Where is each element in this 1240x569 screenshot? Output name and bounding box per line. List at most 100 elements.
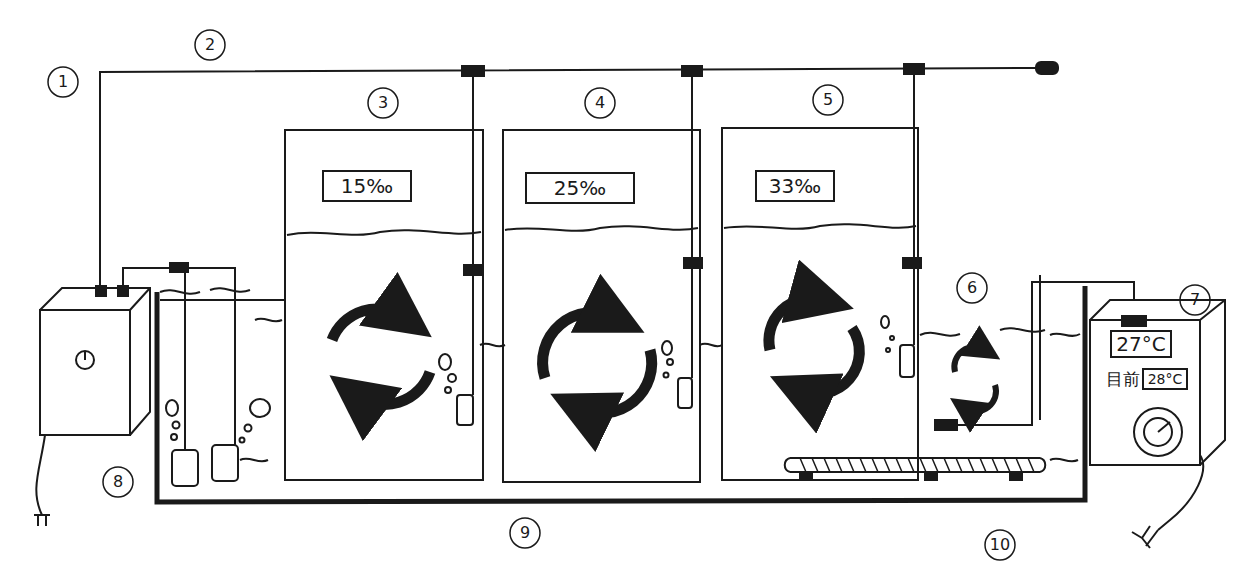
circulation-arrows bbox=[332, 299, 996, 413]
display-box: 15‰ bbox=[322, 170, 412, 202]
drawing-stroke bbox=[448, 374, 456, 382]
drawing-stroke bbox=[240, 438, 245, 443]
drawing-stroke bbox=[171, 434, 177, 440]
display-value: 27°C bbox=[1116, 334, 1165, 354]
drawing-stroke bbox=[667, 359, 673, 365]
display-box: 目前28°C bbox=[1142, 368, 1188, 390]
drawing-stroke bbox=[881, 316, 889, 328]
drawing-stroke bbox=[813, 85, 843, 115]
thermostat-cord bbox=[1158, 455, 1203, 530]
drawing-stroke bbox=[886, 348, 890, 352]
knob-pointer bbox=[1158, 422, 1170, 432]
drawing-stroke bbox=[1180, 285, 1210, 315]
pump-cord bbox=[36, 435, 45, 515]
drawing-stroke bbox=[510, 518, 540, 548]
air-line bbox=[100, 68, 1045, 290]
tank bbox=[285, 130, 483, 480]
tank bbox=[503, 130, 700, 482]
drawing-stroke bbox=[585, 88, 615, 118]
drawing-stroke bbox=[965, 385, 996, 411]
display-value: 28°C bbox=[1148, 372, 1183, 386]
heater-foot bbox=[925, 472, 937, 480]
drawing-stroke bbox=[445, 387, 451, 393]
air-stone bbox=[900, 345, 914, 377]
display-box: 33‰ bbox=[755, 170, 835, 202]
drawing-stroke bbox=[439, 354, 451, 370]
callout-number: 8 bbox=[103, 467, 133, 497]
drawing-stroke bbox=[173, 422, 180, 429]
callout-number: 5 bbox=[813, 85, 843, 115]
callout-number: 9 bbox=[510, 518, 540, 548]
callout-number: 7 bbox=[1180, 285, 1210, 315]
callout-number: 4 bbox=[585, 88, 615, 118]
air-line bbox=[123, 268, 235, 450]
valve bbox=[903, 258, 921, 268]
heater bbox=[785, 458, 1046, 472]
drawing-stroke bbox=[580, 350, 652, 413]
thermostat-side bbox=[1090, 300, 1225, 465]
drawing-stroke bbox=[662, 341, 672, 355]
pump-knob-mark bbox=[84, 352, 86, 360]
drawing-stroke bbox=[103, 467, 133, 497]
bubbles bbox=[166, 316, 894, 443]
drawing-stroke bbox=[368, 88, 398, 118]
drawing-stroke bbox=[769, 299, 822, 350]
drawing-stroke bbox=[985, 530, 1015, 560]
air-outlet bbox=[118, 286, 128, 296]
plug bbox=[1132, 526, 1158, 548]
tank bbox=[722, 128, 918, 480]
valve bbox=[170, 263, 188, 272]
drawing-stroke bbox=[800, 328, 859, 394]
air-stone bbox=[678, 378, 692, 408]
tank-water bbox=[505, 226, 698, 231]
display-value: 33‰ bbox=[769, 176, 821, 196]
thermostat bbox=[1090, 320, 1200, 465]
sensor-wire bbox=[1039, 275, 1041, 420]
drawing-stroke bbox=[356, 372, 430, 404]
sensor-socket bbox=[1122, 316, 1146, 326]
display-box: 25‰ bbox=[525, 172, 635, 204]
line-end-cap bbox=[1036, 62, 1058, 74]
drawing-stroke bbox=[166, 400, 178, 416]
heater-foot bbox=[1010, 472, 1022, 480]
water-surface bbox=[160, 288, 1080, 461]
water-bath bbox=[157, 286, 1085, 502]
drawing-stroke bbox=[195, 30, 225, 60]
drawing-stroke bbox=[48, 67, 78, 97]
thermostat-knob bbox=[1134, 408, 1182, 456]
drawing-stroke bbox=[332, 309, 405, 340]
valve bbox=[464, 265, 482, 275]
display-value: 15‰ bbox=[341, 176, 393, 196]
temperature-sensor bbox=[935, 420, 957, 430]
valve bbox=[684, 258, 702, 268]
display-value: 25‰ bbox=[554, 178, 606, 198]
callout-circles bbox=[48, 30, 1210, 560]
valve bbox=[462, 66, 484, 76]
air-outlet bbox=[96, 286, 106, 296]
pump-knob bbox=[76, 351, 94, 369]
drawing-stroke bbox=[890, 336, 894, 340]
drawing-stroke bbox=[245, 425, 252, 432]
callout-number: 1 bbox=[48, 67, 78, 97]
heater-foot bbox=[800, 472, 812, 480]
heater-coil bbox=[800, 458, 1034, 472]
callout-number: 6 bbox=[957, 273, 987, 303]
drawing-stroke bbox=[664, 373, 669, 378]
air-pump bbox=[40, 310, 130, 435]
air-pump-side bbox=[40, 288, 150, 435]
callout-number: 2 bbox=[195, 30, 225, 60]
display-box: 27°C bbox=[1110, 330, 1172, 358]
outlines bbox=[34, 30, 1225, 560]
air-stone bbox=[457, 395, 473, 425]
tank-water bbox=[287, 230, 481, 235]
thermostat-knob-inner bbox=[1144, 418, 1172, 446]
drawing-stroke bbox=[954, 347, 985, 372]
tank-water bbox=[724, 224, 916, 229]
air-stone bbox=[172, 450, 198, 486]
plug bbox=[34, 515, 50, 526]
air-tube bbox=[473, 74, 914, 395]
valve bbox=[904, 64, 924, 74]
drawing-stroke bbox=[250, 399, 270, 417]
